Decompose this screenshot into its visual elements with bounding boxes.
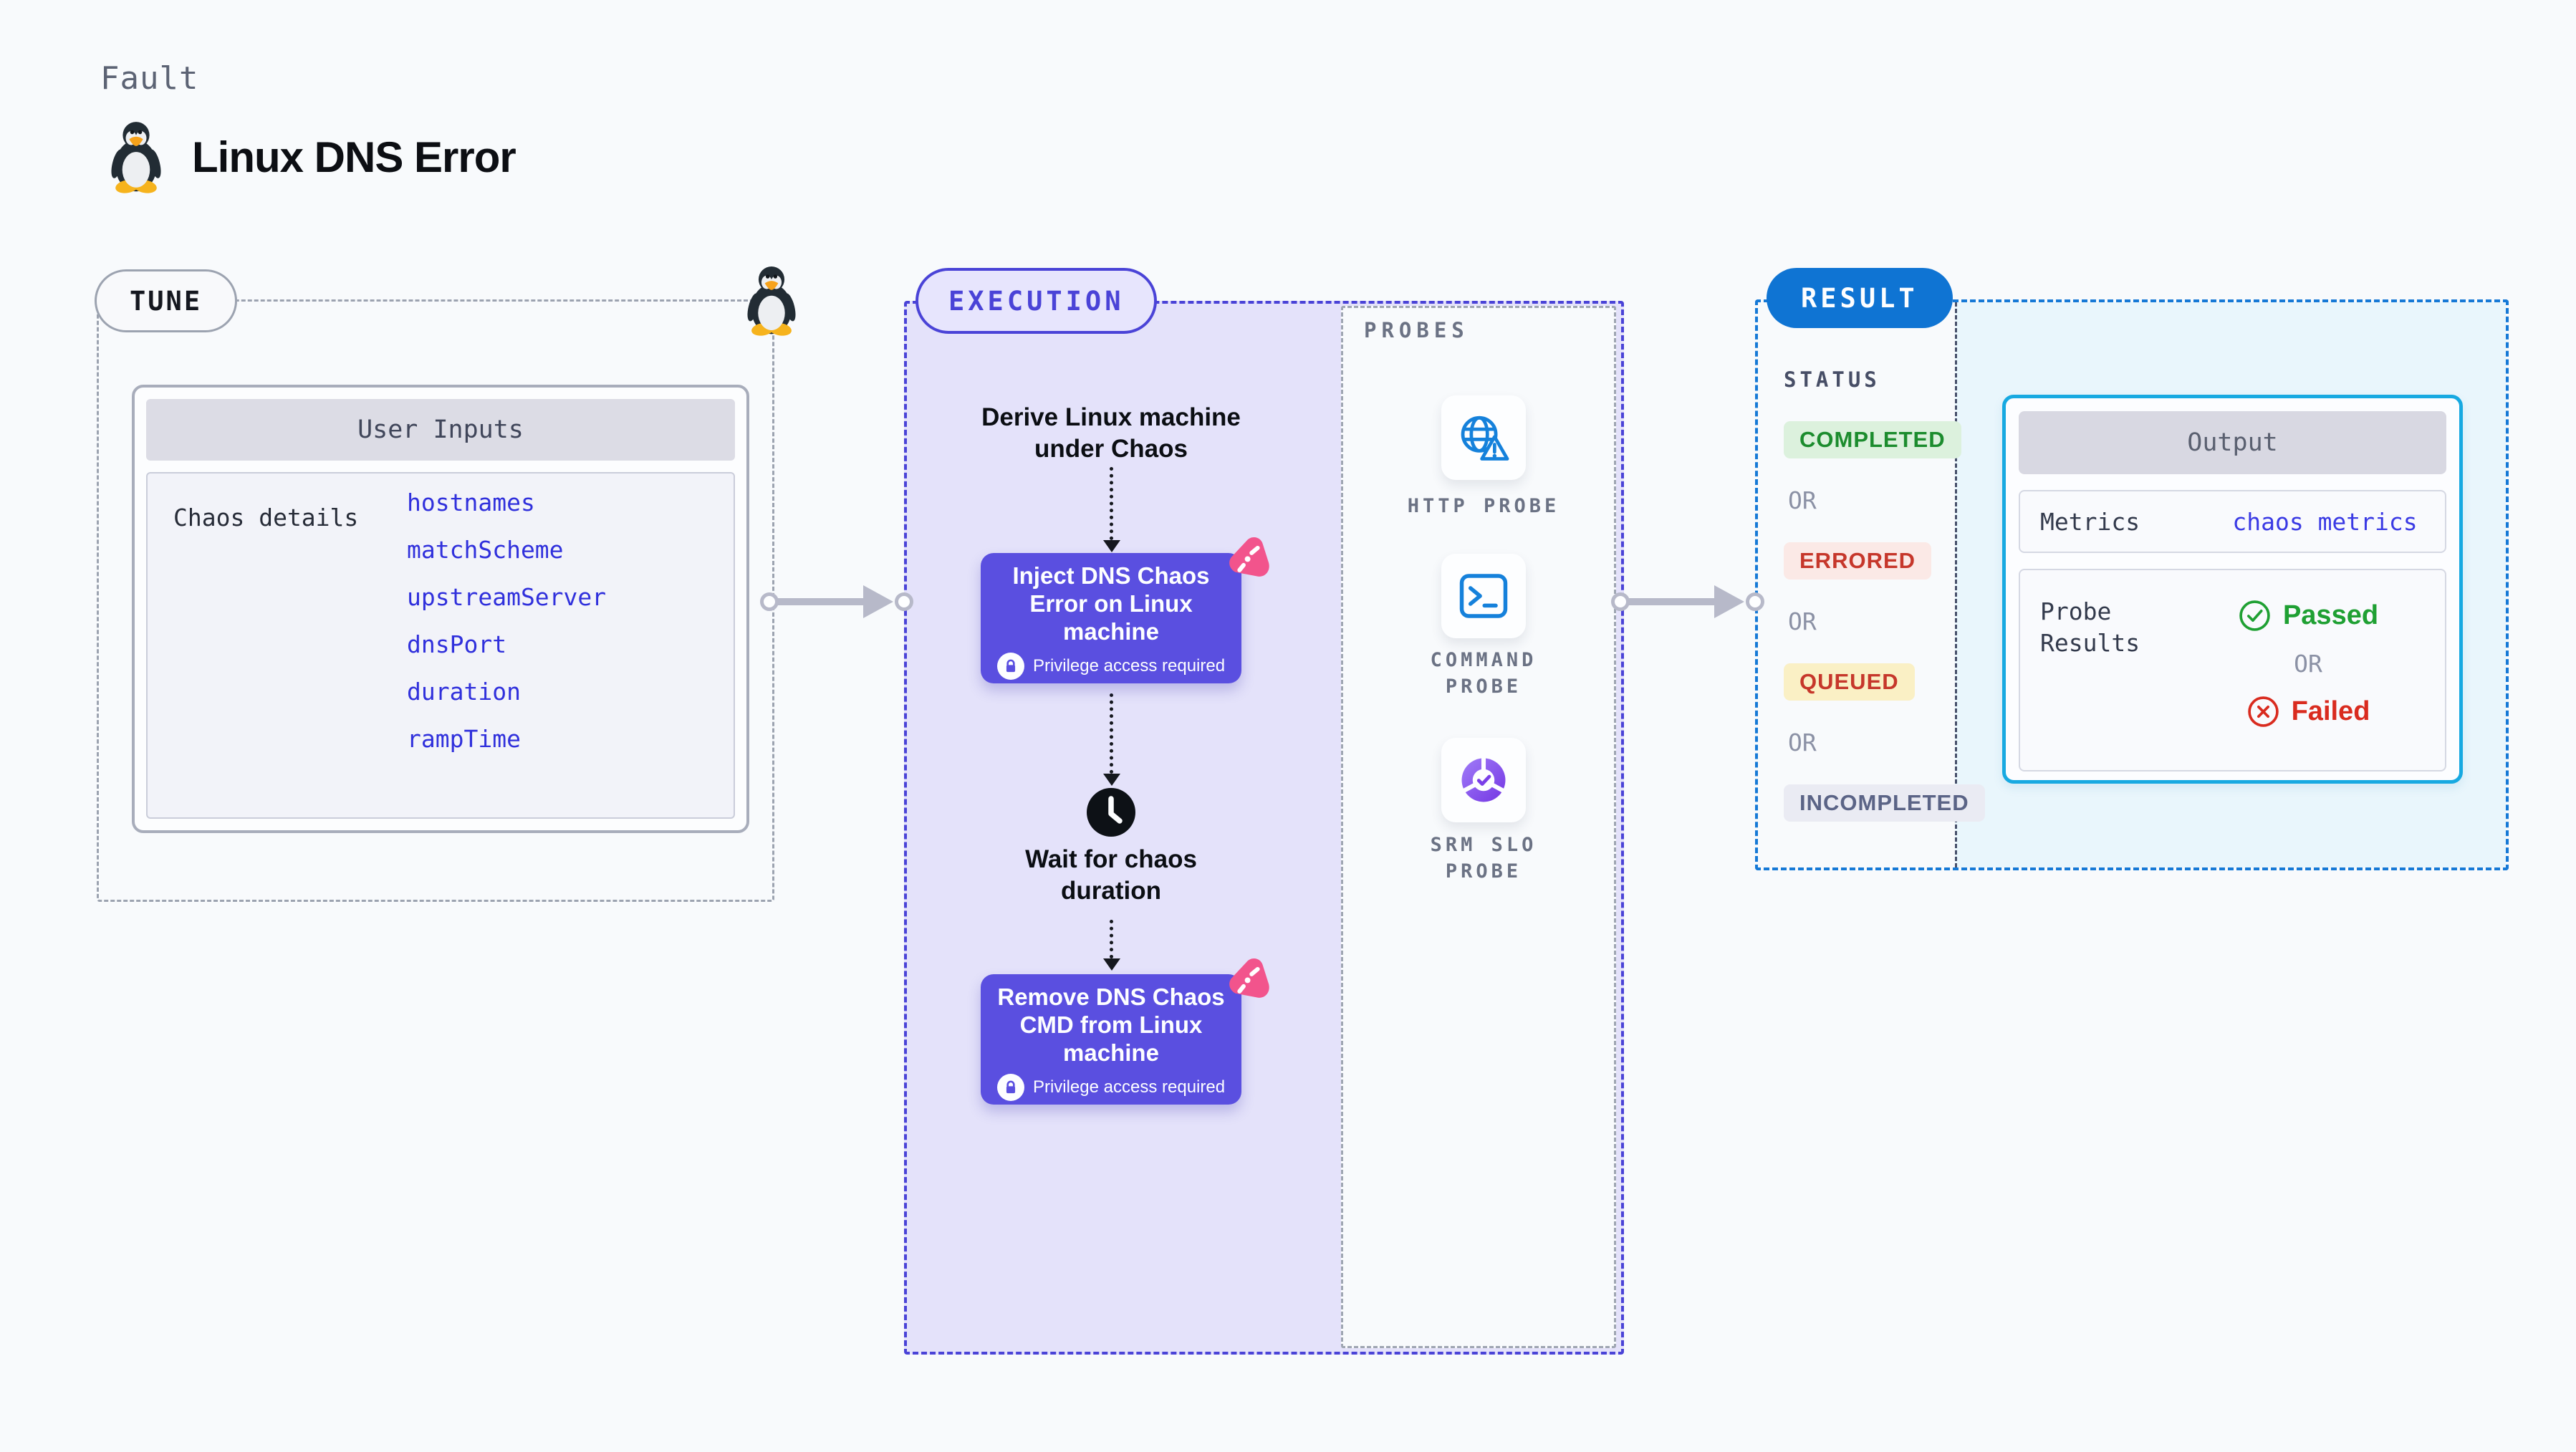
- status-badge-errored: ERRORED: [1784, 542, 1932, 580]
- value-matchscheme: matchScheme: [407, 536, 564, 564]
- user-inputs-body: Chaos details hostnames matchScheme upst…: [146, 472, 735, 819]
- command-probe-card: [1441, 554, 1526, 638]
- lock-icon: [996, 1073, 1024, 1101]
- privilege-note: Privilege access required: [1032, 655, 1226, 675]
- probe-results-values: Passed OR Failed: [2181, 570, 2435, 770]
- terminal-icon: [1459, 574, 1508, 618]
- user-inputs-card: User Inputs Chaos details hostnames matc…: [132, 385, 749, 833]
- probe-results-label: Probe Results: [2040, 597, 2140, 657]
- value-dnsport: dnsPort: [407, 630, 507, 658]
- or-separator: OR: [2294, 650, 2322, 678]
- or-separator: OR: [1788, 486, 1817, 514]
- globe-alert-icon: [1461, 415, 1509, 461]
- srm-slo-probe-card: [1441, 738, 1526, 822]
- linux-tux-icon: [109, 122, 163, 193]
- connector-line: [1110, 920, 1113, 958]
- output-card: Output Metrics chaos metrics Probe Resul…: [2002, 395, 2463, 784]
- wait-step-label: Wait for chaos duration: [1025, 845, 1197, 905]
- x-circle-icon: [2247, 696, 2279, 727]
- value-duration: duration: [407, 678, 521, 706]
- status-badge-incompleted: INCOMPLETED: [1784, 784, 1985, 822]
- probes-panel-label: PROBES: [1364, 318, 1469, 342]
- status-title: STATUS: [1784, 367, 1880, 392]
- metrics-value-link: chaos metrics: [2232, 507, 2418, 536]
- command-probe-label: COMMAND PROBE: [1430, 649, 1537, 698]
- remove-node-title: Remove DNS Chaos CMD from Linux machine: [997, 983, 1225, 1066]
- status-badge-completed: COMPLETED: [1784, 421, 1961, 458]
- value-upstreamserver: upstreamServer: [407, 583, 607, 611]
- srm-slo-probe-label: SRM SLO PROBE: [1430, 834, 1537, 883]
- connector-line: [1110, 467, 1113, 540]
- privilege-note-row: Privilege access required: [996, 652, 1226, 680]
- result-section-badge: RESULT: [1767, 268, 1953, 328]
- output-card-header: Output: [2019, 411, 2446, 474]
- connector-arrowhead: [1103, 774, 1120, 786]
- slo-donut-icon: [1461, 756, 1506, 802]
- http-probe-label: HTTP PROBE: [1407, 495, 1560, 517]
- connector-line: [1110, 693, 1113, 774]
- execution-to-result-arrow: [1611, 582, 1764, 622]
- tune-section-badge: TUNE: [95, 269, 238, 332]
- page-title-row: Linux DNS Error: [106, 120, 516, 193]
- wait-clock-icon: [1087, 788, 1135, 837]
- user-inputs-header: User Inputs: [146, 399, 735, 461]
- linux-tux-icon-small: [745, 266, 798, 336]
- chaos-details-values: hostnames matchScheme upstreamServer dns…: [407, 491, 606, 751]
- privilege-note: Privilege access required: [1032, 1077, 1226, 1097]
- metrics-row: Metrics chaos metrics: [2019, 490, 2446, 553]
- metrics-label: Metrics: [2040, 507, 2140, 536]
- passed-verdict: Passed: [2238, 599, 2378, 633]
- connector-arrowhead: [1103, 540, 1120, 552]
- status-output-divider: [1955, 302, 1957, 867]
- chaos-details-label: Chaos details: [173, 504, 359, 532]
- inject-dns-chaos-node: Inject DNS Chaos Error on Linux machine …: [981, 553, 1241, 683]
- lock-icon: [996, 652, 1024, 680]
- chaos-pin-icon: [1226, 536, 1271, 580]
- tune-to-execution-arrow: [760, 582, 913, 622]
- status-column: STATUS COMPLETED OR ERRORED OR QUEUED OR…: [1784, 367, 1985, 822]
- check-circle-icon: [2239, 600, 2270, 631]
- passed-label: Passed: [2282, 600, 2379, 630]
- fault-kind-label: Fault: [100, 60, 199, 97]
- chaos-pin-icon: [1226, 957, 1271, 1001]
- probe-results-row: Probe Results Passed OR Failed: [2019, 569, 2446, 771]
- execution-section-badge: EXECUTION: [915, 268, 1158, 334]
- derive-step-label: Derive Linux machine under Chaos: [981, 403, 1241, 463]
- or-separator: OR: [1788, 607, 1817, 635]
- value-hostnames: hostnames: [407, 489, 535, 516]
- privilege-note-row: Privilege access required: [996, 1073, 1226, 1101]
- failed-verdict: Failed: [2246, 695, 2370, 729]
- remove-dns-chaos-node: Remove DNS Chaos CMD from Linux machine …: [981, 974, 1241, 1105]
- inject-node-title: Inject DNS Chaos Error on Linux machine: [1012, 562, 1210, 645]
- connector-arrowhead: [1103, 958, 1120, 971]
- status-badge-queued: QUEUED: [1784, 663, 1915, 701]
- page-title: Linux DNS Error: [192, 133, 516, 181]
- or-separator: OR: [1788, 729, 1817, 756]
- failed-label: Failed: [2291, 696, 2370, 726]
- execution-section-box: [904, 301, 1624, 1355]
- value-ramptime: rampTime: [407, 725, 521, 753]
- http-probe-card: [1441, 395, 1526, 480]
